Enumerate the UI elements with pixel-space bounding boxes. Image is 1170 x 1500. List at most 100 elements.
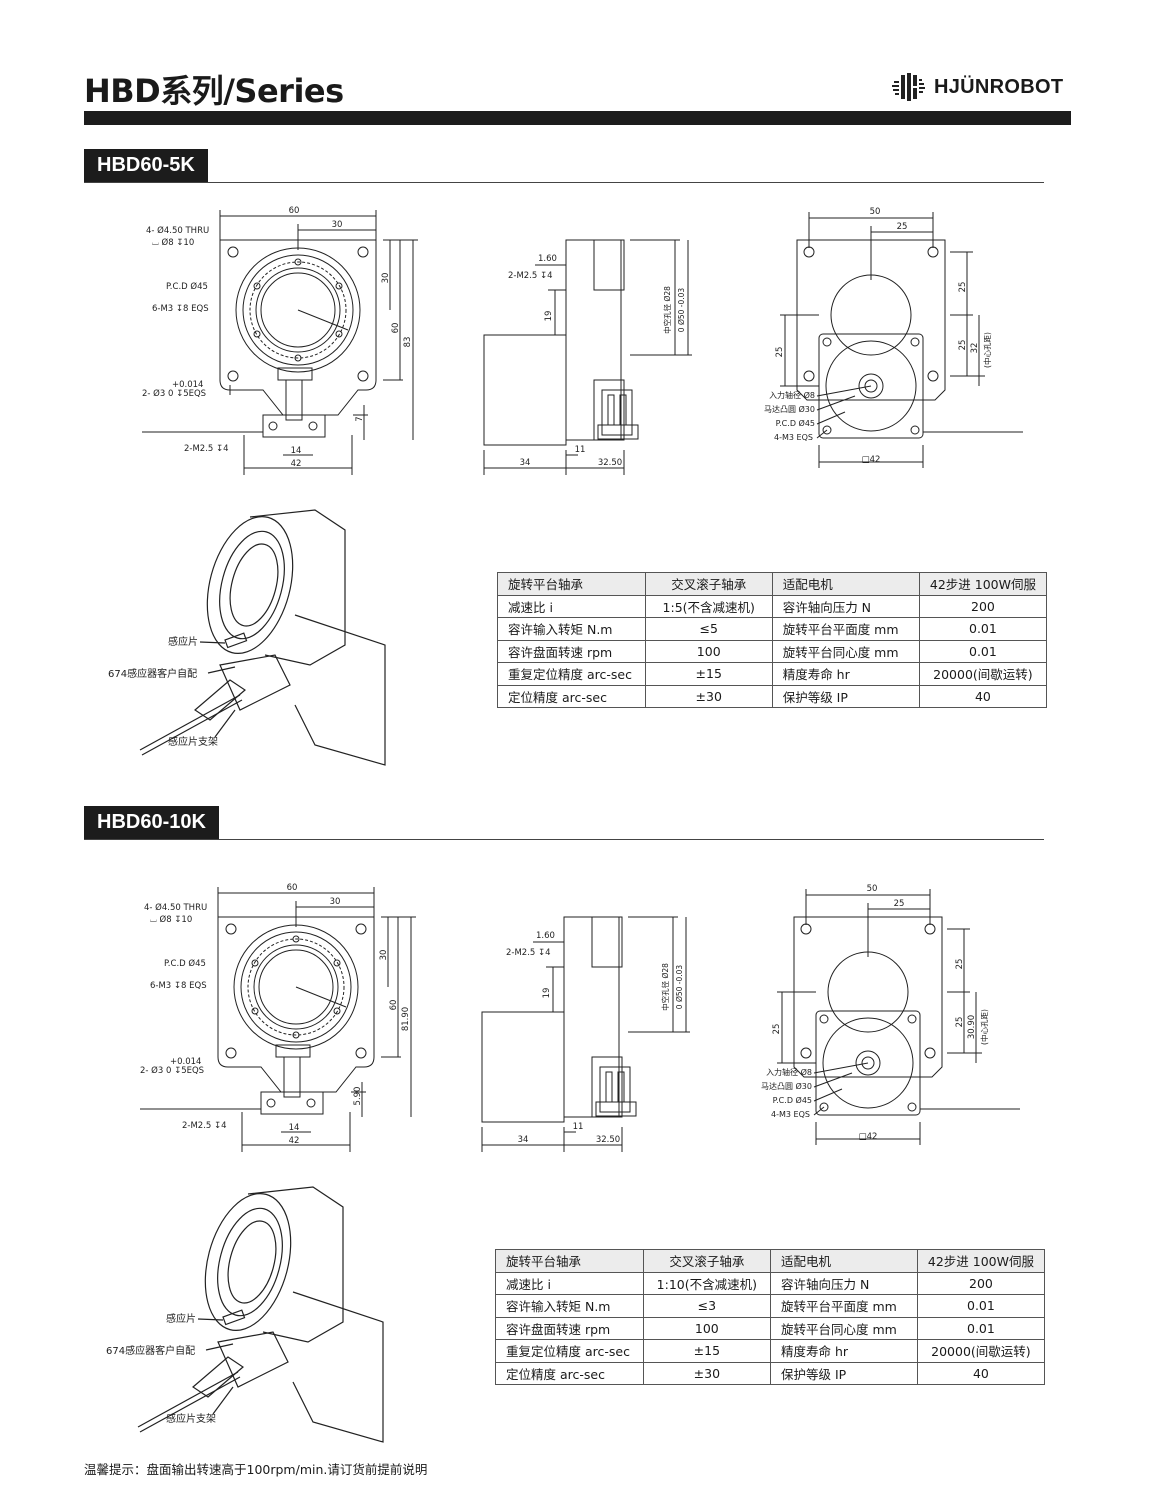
- spec-value: 100: [642, 1316, 772, 1340]
- dim-1-60: 1.60: [536, 931, 555, 941]
- spec-value: 0.01: [916, 1316, 1046, 1340]
- spec-value: ≤5: [644, 617, 773, 641]
- dim-h30: 30: [379, 950, 389, 961]
- dim-center: 30.90: [967, 1015, 977, 1039]
- spec-label: 旋转平台平面度 mm: [770, 1294, 918, 1318]
- label-bottom-tap: 2-M2.5 ↧4: [182, 1121, 227, 1131]
- spec-value: 42步进 100W伺服: [918, 572, 1048, 596]
- label-pin: 2- Ø3 0 ↧5EQS: [142, 388, 206, 399]
- label-bracket: 感应片支架: [166, 1412, 216, 1425]
- section-tab-hbd60-5k: HBD60-5K: [84, 149, 208, 182]
- label-sensor: 感应片: [168, 635, 198, 648]
- spec-value: ±30: [644, 684, 773, 708]
- label-tol: +0.014: [170, 1057, 201, 1067]
- dim-h60: 60: [391, 323, 401, 334]
- spec-label: 重复定位精度 arc-sec: [497, 662, 646, 686]
- label-back-taps: 4-M3 EQS: [771, 1110, 810, 1119]
- label-client: 674感应器客户自配: [108, 667, 197, 680]
- label-bore: 中空孔径 Ø28: [660, 963, 670, 1011]
- dim-half: 30: [330, 897, 341, 907]
- spec-label: 减速比 i: [497, 594, 646, 618]
- spec-value: 200: [918, 594, 1048, 618]
- label-pin: 2- Ø3 0 ↧5EQS: [140, 1065, 204, 1076]
- spec-value: 40: [918, 684, 1048, 708]
- brand-mark-icon: [892, 73, 925, 101]
- spec-label: 容许盘面转速 rpm: [495, 1316, 644, 1340]
- label-holes: 4- Ø4.50 THRU: [144, 902, 207, 913]
- label-cbore: ⌴ Ø8 ↧10: [150, 914, 192, 925]
- isometric-view: 感应片 674感应器客户自配 感应片支架: [98, 1182, 398, 1456]
- dim-width: 60: [289, 206, 300, 216]
- spec-label: 旋转平台同心度 mm: [770, 1316, 918, 1340]
- spec-value: 1:5(不含减速机): [644, 594, 773, 618]
- label-center: (中心孔距): [982, 332, 992, 368]
- spec-label: 定位精度 arc-sec: [495, 1361, 644, 1385]
- label-pcd: P.C.D Ø45: [164, 958, 206, 969]
- spec-value: 40: [916, 1361, 1046, 1385]
- dim-11: 11: [573, 1122, 584, 1132]
- dim-50: 50: [867, 884, 878, 894]
- page-title: HBD系列/Series: [84, 72, 344, 110]
- section-tab-hbd60-10k: HBD60-10K: [84, 806, 219, 839]
- spec-label: 旋转平台轴承: [495, 1249, 644, 1273]
- label-pcd: P.C.D Ø45: [166, 281, 208, 292]
- dim-25-top: 25: [897, 222, 908, 232]
- dim-11: 11: [575, 445, 586, 455]
- front-view-drawing: 60 30 30 60 83 7 14 42 4- Ø4.50 THRU ⌴ Ø…: [138, 200, 428, 484]
- section-rule: [84, 839, 1044, 840]
- spec-value: 42步进 100W伺服: [916, 1249, 1046, 1273]
- dim-total-height: 83: [403, 337, 413, 348]
- label-taps: 6-M3 ↧8 EQS: [150, 981, 207, 991]
- dim-25-right-b: 25: [955, 1017, 965, 1028]
- dim-32-50: 32.50: [598, 458, 622, 468]
- dim-half: 30: [332, 220, 343, 230]
- label-holes: 4- Ø4.50 THRU: [146, 225, 209, 236]
- front-view-drawing: 60 30 30 60 81.90 5.90 14 42 4- Ø4.50 TH…: [136, 877, 426, 1161]
- dim-total-height: 81.90: [401, 1007, 411, 1031]
- dim-42: 42: [289, 1136, 300, 1146]
- label-dia: 0 Ø50 -0.03: [677, 288, 686, 333]
- dim-1-60: 1.60: [538, 254, 557, 264]
- dim-square: □42: [859, 1132, 878, 1142]
- label-boss: 马达凸圆 Ø30: [761, 1081, 812, 1091]
- spec-value: 0.01: [918, 617, 1048, 641]
- spec-label: 容许输入转矩 N.m: [495, 1294, 644, 1318]
- brand-name: HJÜNROBOT: [934, 75, 1064, 98]
- spec-label: 保护等级 IP: [771, 684, 920, 708]
- spec-label: 重复定位精度 arc-sec: [495, 1339, 644, 1363]
- side-view-drawing: 34 11 32.50 19 中空孔径 Ø28 0 Ø50 -0.03 1.60…: [478, 907, 698, 1161]
- spec-label: 减速比 i: [495, 1271, 644, 1295]
- side-view-drawing: 34 11 32.50 19 中空孔径 Ø28 0 Ø50 -0.03 1.60…: [480, 230, 700, 484]
- spec-value: ≤3: [642, 1294, 772, 1318]
- spec-value: 20000(间歇运转): [918, 662, 1048, 686]
- dim-small: 7: [355, 416, 365, 421]
- footer-note: 温馨提示：盘面输出转速高于100rpm/min.请订货前提前说明: [84, 1462, 428, 1477]
- spec-value: 0.01: [916, 1294, 1046, 1318]
- spec-label: 保护等级 IP: [770, 1361, 918, 1385]
- brand-logo: HJÜNROBOT: [892, 72, 1063, 102]
- label-sensor: 感应片: [166, 1312, 196, 1325]
- label-cbore: ⌴ Ø8 ↧10: [152, 237, 194, 248]
- dim-19: 19: [542, 988, 552, 999]
- label-shaft: 入力轴径 Ø8: [766, 1067, 812, 1077]
- dim-34: 34: [520, 458, 531, 468]
- header-bar: [84, 111, 1071, 125]
- spec-label: 适配电机: [771, 572, 920, 596]
- label-client: 674感应器客户自配: [106, 1344, 195, 1357]
- label-boss: 马达凸圆 Ø30: [764, 404, 815, 414]
- isometric-view: 感应片 674感应器客户自配 感应片支架: [100, 505, 400, 779]
- spec-value: 交叉滚子轴承: [642, 1249, 772, 1273]
- spec-label: 容许轴向压力 N: [771, 594, 920, 618]
